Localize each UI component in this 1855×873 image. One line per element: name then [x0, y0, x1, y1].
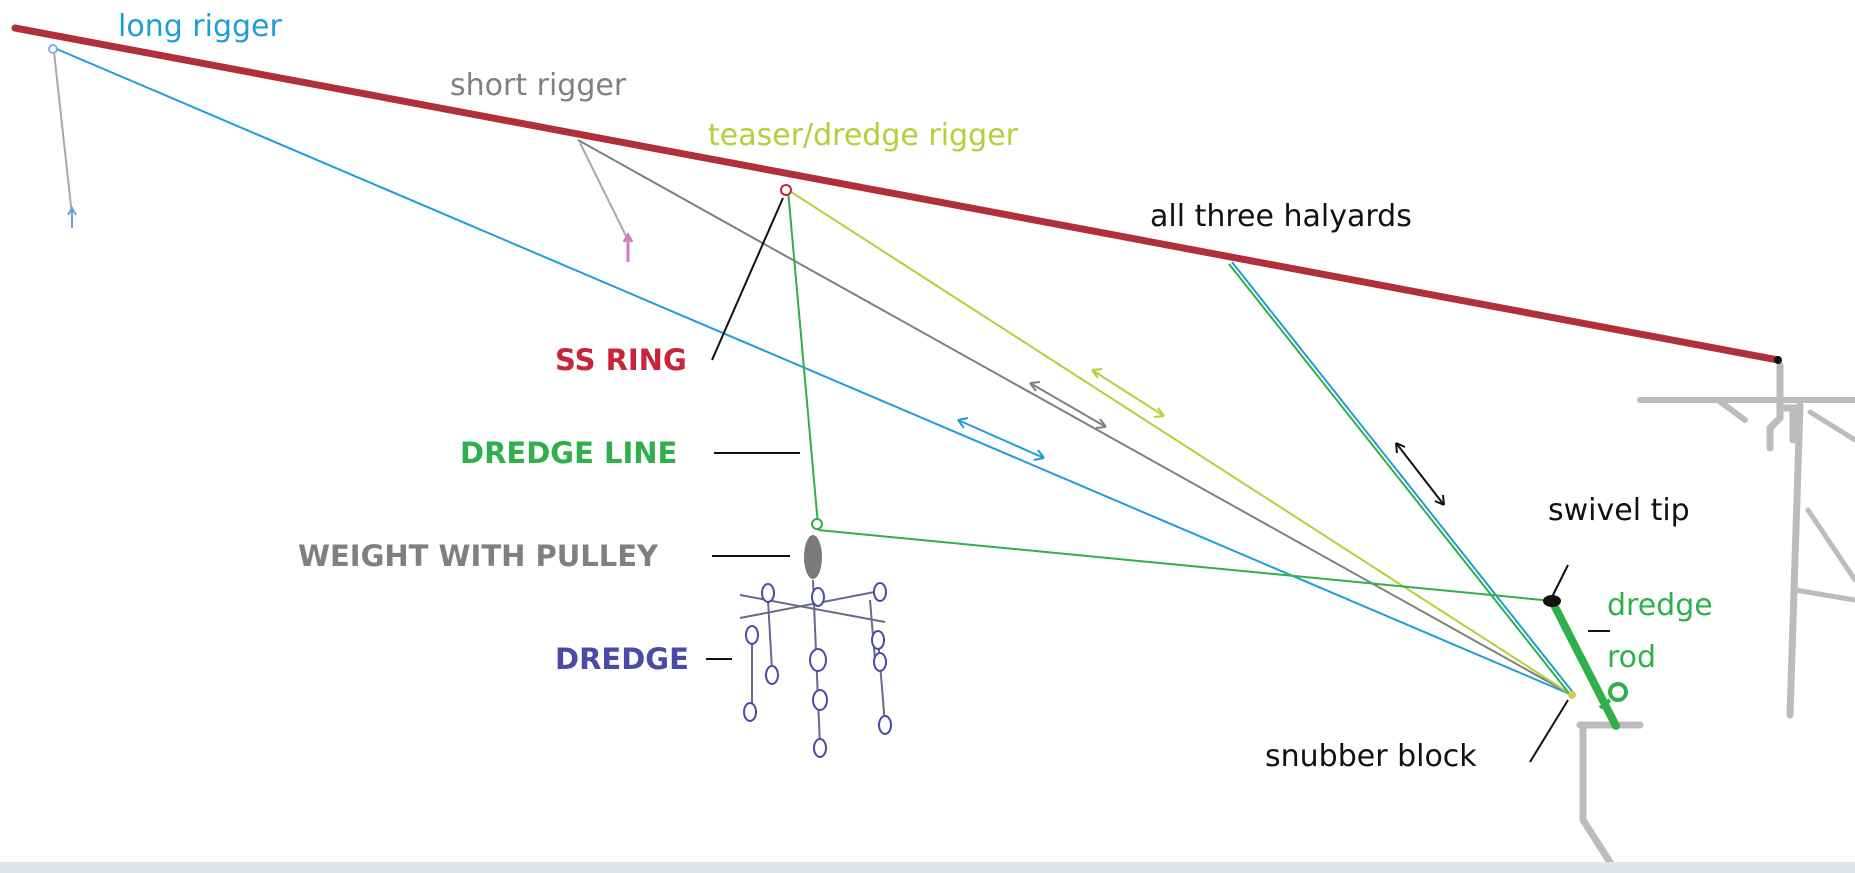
label-swivel-tip: swivel tip: [1548, 493, 1690, 528]
boat-structure: [1576, 361, 1855, 873]
long-rigger-drop: [53, 51, 73, 216]
long-rigger-clip: [67, 205, 77, 228]
halyard-blue: [1231, 261, 1576, 696]
label-weight-with-pulley: WEIGHT WITH PULLEY: [298, 539, 659, 573]
weight-icon: [804, 535, 822, 579]
bottom-edge-strip: [0, 862, 1855, 873]
halyard-green: [1228, 263, 1573, 698]
label-all-three-halyards: all three halyards: [1150, 199, 1412, 234]
adjust-arrow-long: [957, 417, 1045, 461]
reel-icon: [1608, 682, 1628, 702]
short-rigger-drop: [579, 142, 629, 241]
dredge-line-vertical: [787, 189, 819, 526]
adjust-arrow-short: [1029, 381, 1107, 429]
adjust-arrow-teaser: [1091, 368, 1165, 418]
label-dredge: DREDGE: [555, 642, 689, 676]
dredge-icon: [739, 579, 892, 758]
label-dredge-rod-line1: dredge: [1607, 588, 1713, 623]
swivel-tip-icon: [1543, 595, 1561, 607]
outrigger-pole: [11, 24, 1782, 364]
long-rigger-release: [48, 44, 58, 54]
label-dredge-rod-line2: rod: [1607, 640, 1656, 675]
snubber-block-pointer: [1529, 699, 1569, 763]
dredge-line-to-rod: [817, 529, 1554, 602]
snubber-block-icon: [1568, 691, 1576, 699]
label-ss-ring: SS RING: [555, 343, 687, 377]
short-rigger-line: [577, 139, 1573, 696]
pulley-icon: [811, 518, 823, 530]
reel-handle: [1598, 698, 1612, 710]
label-short-rigger: short rigger: [450, 68, 627, 103]
ss-ring: [780, 184, 792, 196]
label-snubber-block: snubber block: [1265, 739, 1477, 774]
swivel-tip-pointer: [1551, 564, 1569, 598]
pole-tip: [1774, 356, 1782, 364]
label-long-rigger: long rigger: [118, 9, 282, 44]
label-dredge-line: DREDGE LINE: [460, 436, 677, 470]
adjust-arrow-halyards: [1395, 442, 1445, 506]
label-teaser-rigger: teaser/dredge rigger: [708, 118, 1019, 153]
short-rigger-clip: [622, 231, 634, 262]
ss-ring-pointer: [711, 197, 784, 361]
teaser-rigger-line: [784, 187, 1573, 696]
long-rigger-line: [51, 46, 1573, 696]
